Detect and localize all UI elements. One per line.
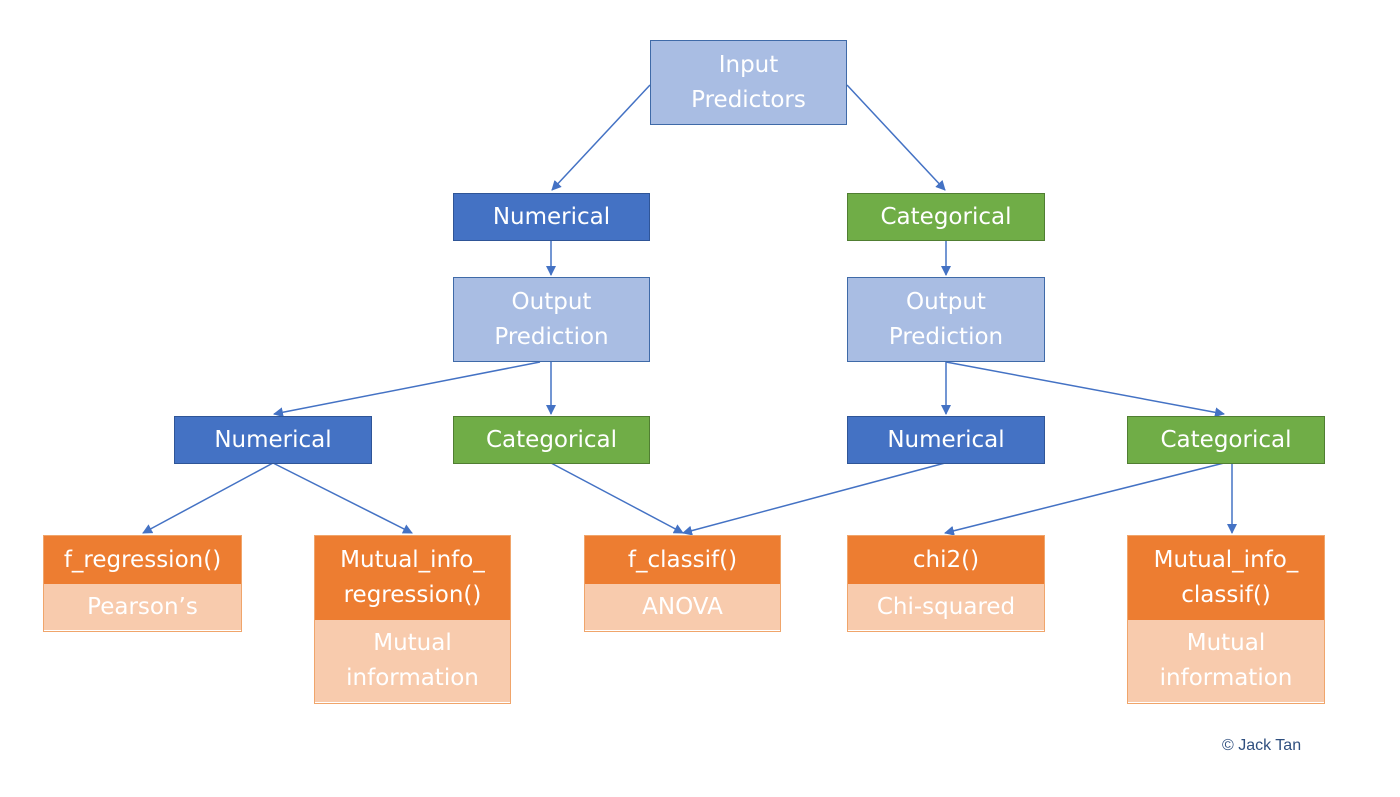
arrow-input-to-numerical [551,84,651,191]
arrow-output-right-to-categorical [945,361,1225,418]
mutual-info-regression-name-line2: regression() [343,582,482,608]
arrow-numerical-right-to-f-classif [682,462,946,536]
input-predictors-box: Input Predictors [650,40,847,125]
f-regression-name-cell: f_regression() [44,536,241,584]
output-prediction-right-box: Output Prediction [847,277,1045,362]
arrow-categorical-to-f-classif [550,462,684,534]
numerical-input-box: Numerical [453,193,650,241]
categorical-input-box: Categorical [847,193,1045,241]
arrow-categorical-right-to-chi2 [944,462,1225,536]
output-numerical-right-label: Numerical [887,426,1005,453]
arrow-numerical-to-f-regression [142,462,274,534]
arrow-output-left-to-numerical [273,361,541,418]
chi2-method: chi2() Chi-squared [847,535,1045,632]
output-prediction-right-line1: Output [906,288,986,315]
chi2-name: chi2() [912,546,980,573]
output-numerical-left-label: Numerical [214,426,332,453]
output-prediction-left-line2: Prediction [494,323,609,350]
mutual-info-classif-desc-cell: Mutual information [1128,620,1324,702]
f-classif-name: f_classif() [627,546,738,573]
output-prediction-left-line1: Output [511,288,592,315]
mutual-info-classif-desc-line1: Mutual [1186,630,1266,656]
f-regression-method: f_regression() Pearson’s [43,535,242,632]
f-regression-desc-cell: Pearson’s [44,584,241,630]
mutual-info-regression-name-line1: Mutual_info_ [340,547,485,573]
f-regression-desc: Pearson’s [87,593,198,620]
output-categorical-right-box: Categorical [1127,416,1325,464]
chi2-desc: Chi-squared [876,593,1016,620]
chi2-desc-cell: Chi-squared [848,584,1044,630]
mutual-info-regression-method: Mutual_info_ regression() Mutual informa… [314,535,511,704]
output-prediction-right-line2: Prediction [888,323,1004,350]
categorical-input-label: Categorical [880,203,1012,230]
mutual-info-classif-desc-line2: information [1159,665,1293,691]
input-predictors-line2: Predictors [691,86,806,113]
mutual-info-regression-name-cell: Mutual_info_ regression() [315,536,510,620]
mutual-info-classif-name-cell: Mutual_info_ classif() [1128,536,1324,620]
f-regression-name: f_regression() [63,546,222,573]
f-classif-desc-cell: ANOVA [585,584,780,630]
output-numerical-left-box: Numerical [174,416,372,464]
mutual-info-classif-name-line2: classif() [1181,582,1271,608]
arrow-numerical-to-mutual-info-regression [272,462,413,534]
chi2-name-cell: chi2() [848,536,1044,584]
mutual-info-regression-desc-line1: Mutual [373,630,452,656]
output-categorical-left-box: Categorical [453,416,650,464]
arrow-input-to-categorical [846,84,946,191]
output-numerical-right-box: Numerical [847,416,1045,464]
f-classif-method: f_classif() ANOVA [584,535,781,632]
numerical-input-label: Numerical [492,203,611,230]
output-categorical-right-label: Categorical [1160,426,1292,453]
copyright-text: © Jack Tan [1222,737,1302,754]
mutual-info-classif-name-line1: Mutual_info_ [1153,547,1299,573]
f-classif-name-cell: f_classif() [585,536,780,584]
output-categorical-left-label: Categorical [486,426,617,453]
mutual-info-classif-method: Mutual_info_ classif() Mutual informatio… [1127,535,1325,704]
mutual-info-regression-desc-line2: information [346,665,479,691]
input-predictors-line1: Input [718,51,779,78]
mutual-info-regression-desc-cell: Mutual information [315,620,510,702]
f-classif-desc: ANOVA [642,593,723,620]
output-prediction-left-box: Output Prediction [453,277,650,362]
